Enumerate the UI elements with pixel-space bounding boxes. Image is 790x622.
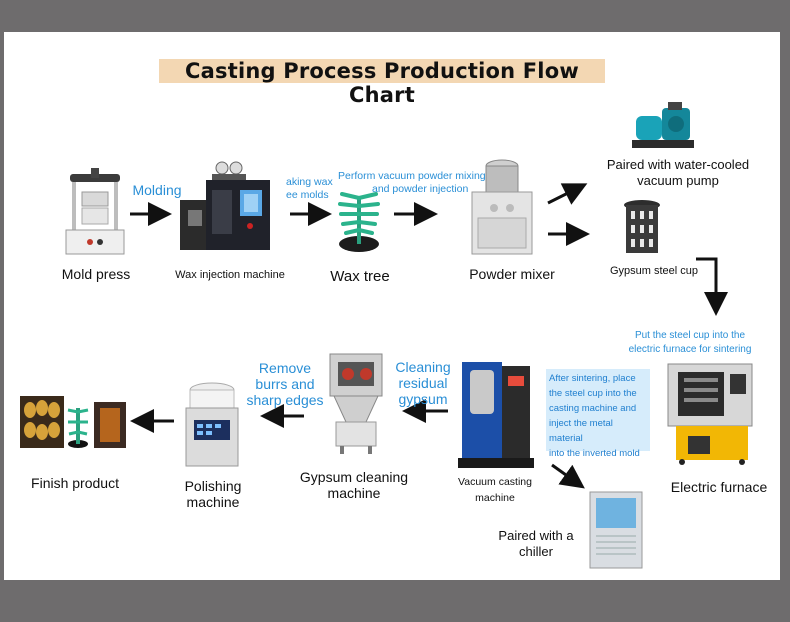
arrow-mixer-to-pump: [547, 183, 588, 205]
vacuum-mixing-step: Perform vacuum powder mixing and powder …: [338, 170, 488, 196]
molding-step: Molding: [132, 182, 182, 198]
vacuum-pump-image: [632, 102, 694, 148]
vacuum-pump-label-line2: vacuum pump: [637, 173, 719, 188]
electric-furnace-label: Electric furnace: [670, 479, 768, 495]
powder-mixer-label: Powder mixer: [469, 266, 555, 282]
finish-product-label: Finish product: [31, 475, 119, 491]
remove-burrs-step-line3: sharp edges: [246, 392, 324, 408]
arrow-casting-to-chiller: [551, 463, 585, 489]
polishing-machine-image: [185, 382, 239, 467]
making-wax-step: aking wax ee molds: [286, 176, 342, 202]
chiller-label-line2: chiller: [519, 544, 553, 559]
remove-burrs-step: Remove burrs and sharp edges: [240, 360, 330, 408]
vacuum-casting-label-line2: machine: [475, 492, 515, 504]
cleaning-step-line1: Cleaning: [395, 359, 451, 375]
cleaning-step-line2: residual: [398, 375, 448, 391]
vacuum-casting-machine-image: [458, 362, 534, 468]
gypsum-steel-cup-image: [624, 200, 660, 253]
put-cup-step-line2: electric furnace for sintering: [628, 344, 752, 355]
polishing-label: Polishing machine: [168, 478, 258, 510]
vacuum-pump-label: Paired with water-cooled vacuum pump: [588, 157, 768, 189]
after-sintering-line1: After sintering, place: [549, 373, 636, 384]
electric-furnace-image: [667, 363, 753, 465]
gypsum-cleaning-machine-image: [329, 353, 383, 454]
arrow-cup-to-furnace: [696, 257, 728, 316]
gypsum-cup-label: Gypsum steel cup: [609, 265, 699, 277]
gypsum-cleaning-label-line1: Gypsum cleaning: [299, 469, 409, 485]
chiller-label-line1: Paired with a: [498, 528, 574, 543]
wax-injection-label: Wax injection machine: [175, 269, 285, 281]
cleaning-step-line3: gypsum: [398, 391, 448, 407]
powder-mixer-image: [471, 159, 533, 255]
mold-press-image: [65, 168, 125, 255]
chiller-label: Paired with a chiller: [486, 528, 586, 560]
mold-press-label: Mold press: [61, 266, 131, 282]
put-cup-step: Put the steel cup into the electric furn…: [614, 329, 766, 357]
wax-tree-label: Wax tree: [330, 268, 390, 285]
chart-title: Casting Process Production Flow Chart: [159, 59, 605, 107]
gypsum-cleaning-label-line2: machine: [327, 485, 381, 501]
remove-burrs-step-line2: burrs and: [255, 376, 315, 392]
polishing-label-line1: Polishing: [184, 478, 242, 494]
finish-product-image: [20, 396, 126, 448]
after-sintering-line5: into the inverted mold: [549, 448, 640, 459]
vacuum-mixing-step-line1: Perform vacuum powder mixing: [338, 170, 486, 182]
after-sintering-note: After sintering, place the steel cup int…: [546, 369, 650, 459]
chiller-image: [589, 491, 643, 569]
after-sintering-line2: the steel cup into the: [549, 388, 637, 399]
put-cup-step-line1: Put the steel cup into the: [634, 330, 746, 341]
vacuum-mixing-step-line2: and powder injection: [372, 183, 469, 195]
making-wax-step-line1: aking wax: [286, 176, 333, 188]
vacuum-casting-label: Vacuum casting machine: [450, 474, 540, 506]
vacuum-pump-label-line1: Paired with water-cooled: [606, 157, 750, 172]
polishing-label-line2: machine: [186, 494, 240, 510]
wax-injection-machine-image: [180, 161, 270, 250]
wax-tree-image: [338, 192, 380, 252]
after-sintering-line4: inject the metal material: [549, 418, 613, 444]
vacuum-casting-label-line1: Vacuum casting: [458, 476, 532, 488]
remove-burrs-step-line1: Remove: [258, 360, 312, 376]
making-wax-step-line2: ee molds: [286, 189, 329, 201]
cleaning-step: Cleaning residual gypsum: [388, 359, 458, 407]
gypsum-cleaning-label: Gypsum cleaning machine: [290, 469, 418, 501]
after-sintering-line3: casting machine and: [549, 403, 637, 414]
